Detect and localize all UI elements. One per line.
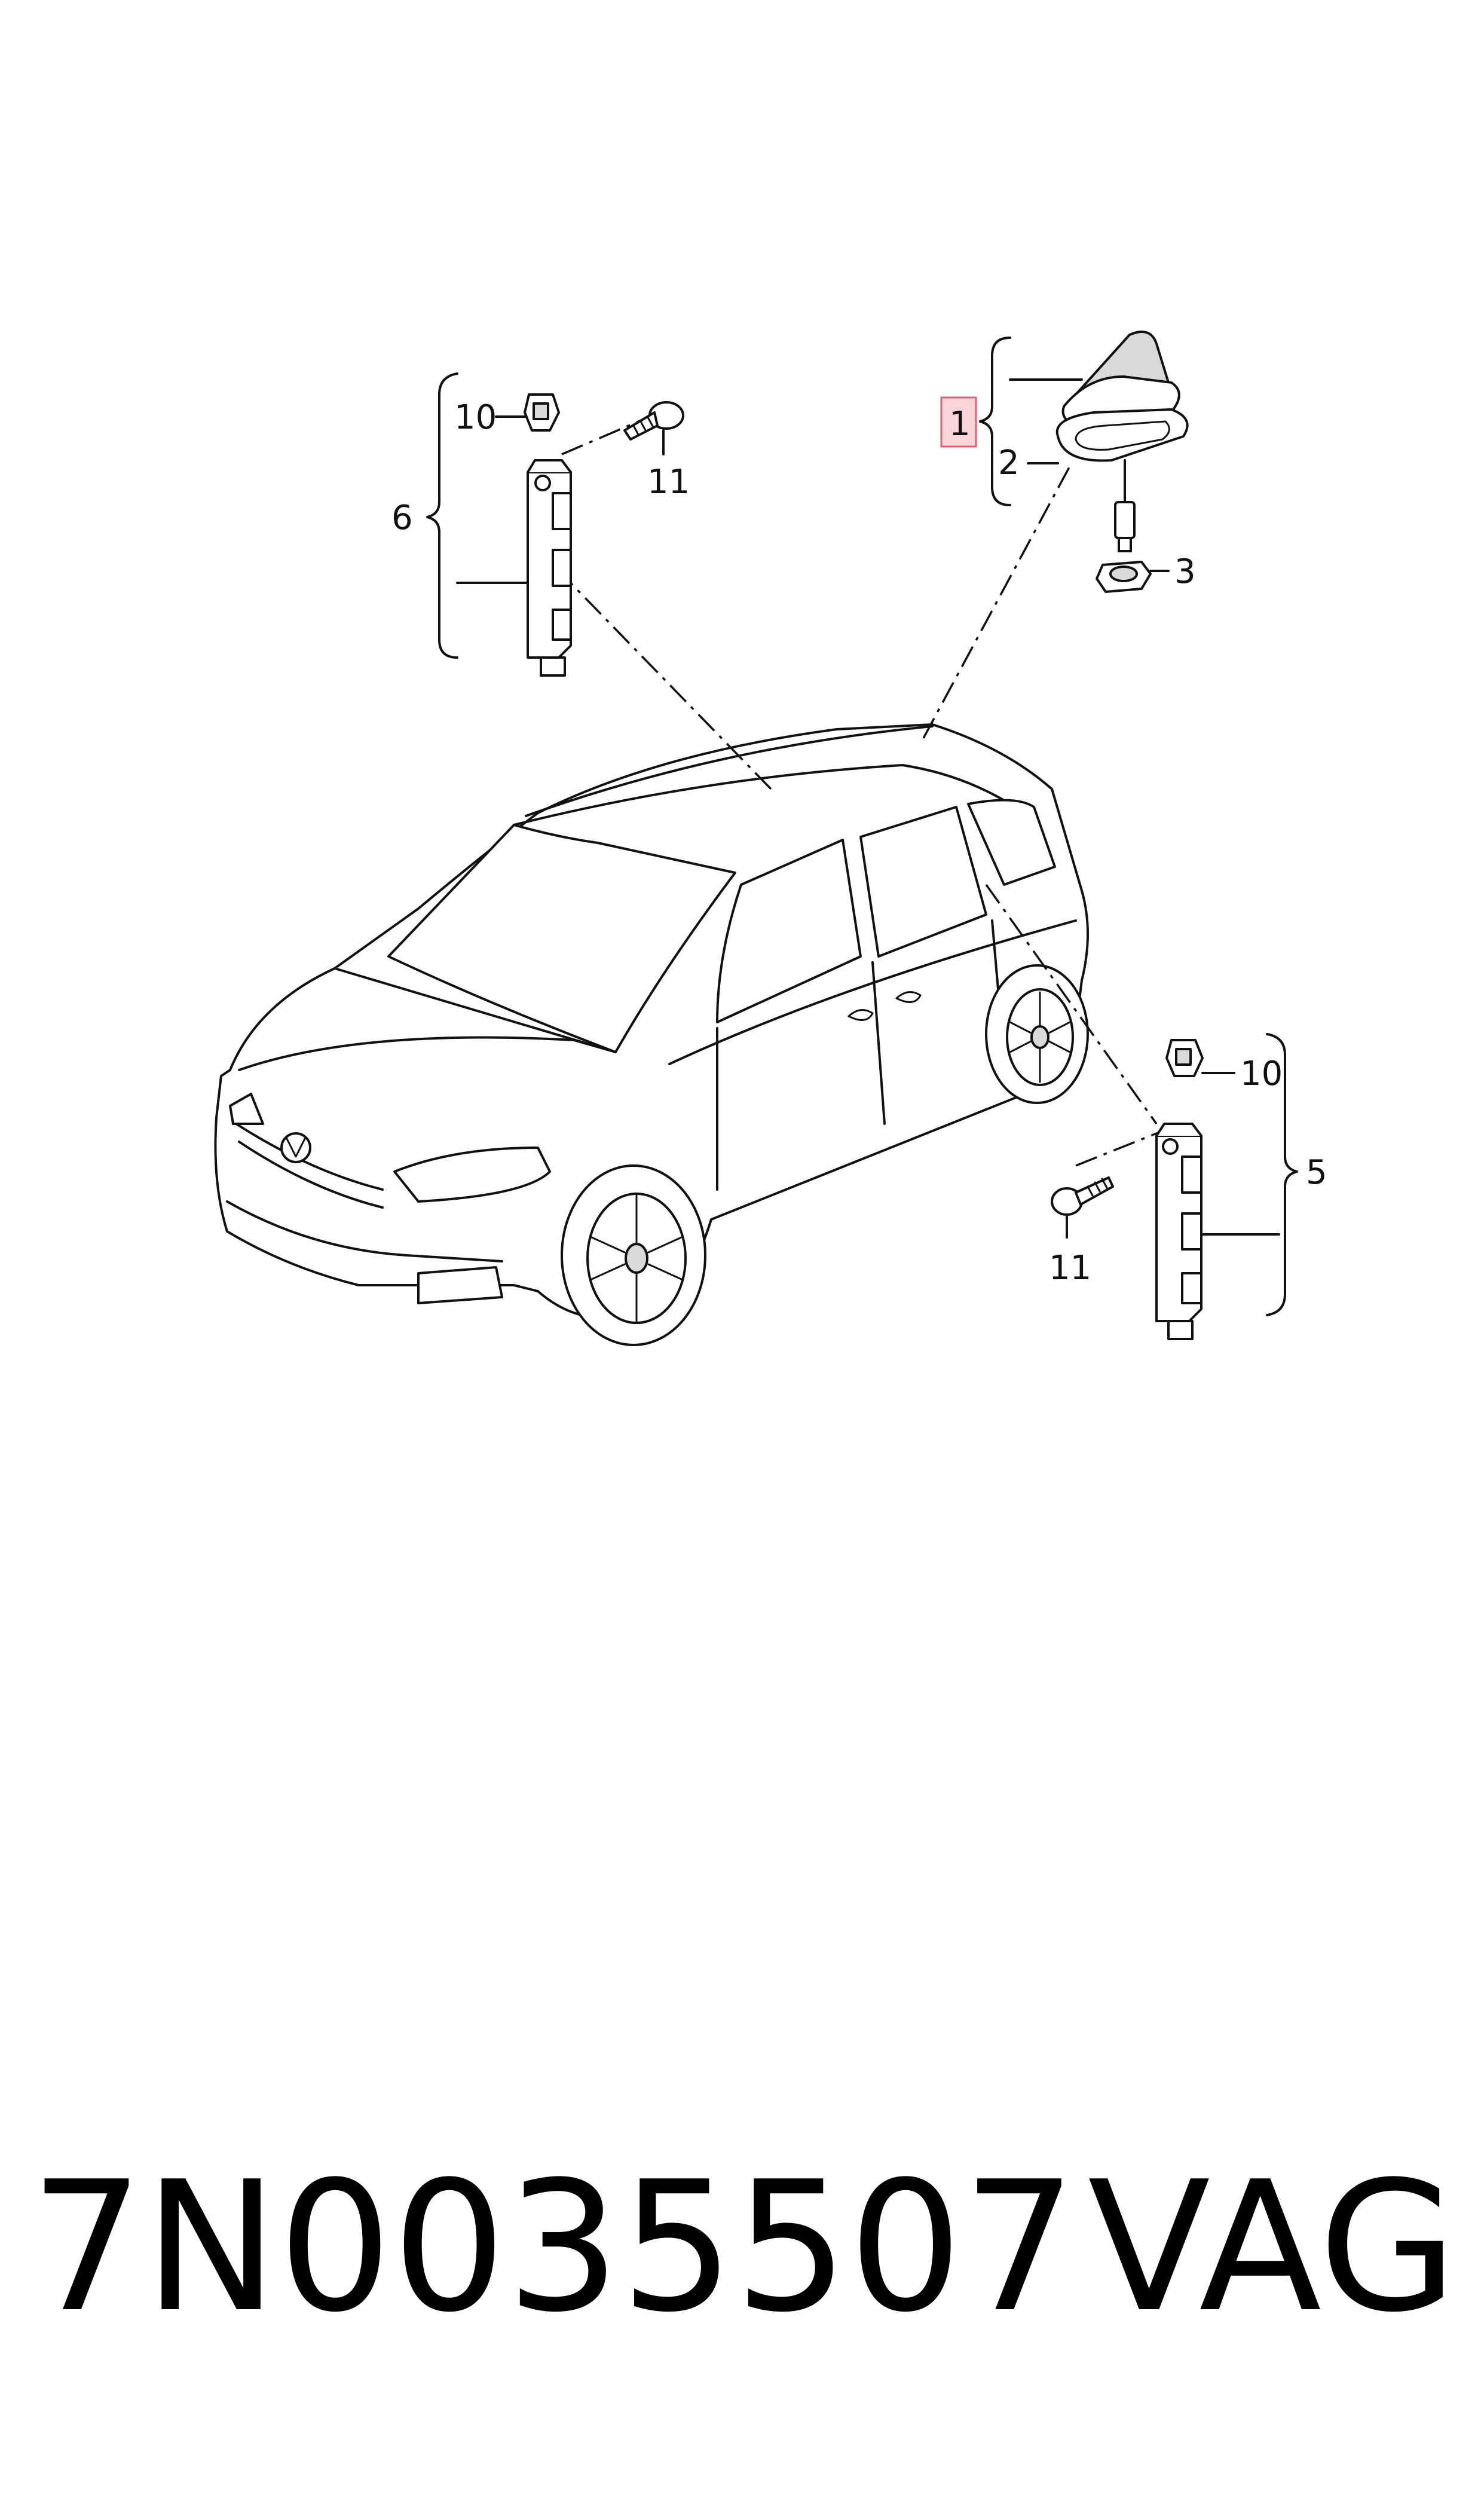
brace-6	[426, 372, 458, 659]
screw-icon	[623, 401, 684, 441]
callout-11-top[interactable]: 11	[647, 463, 690, 502]
callout-10-bottom[interactable]: 10	[1240, 1054, 1283, 1093]
callout-5[interactable]: 5	[1306, 1153, 1327, 1192]
clip-icon	[524, 393, 560, 432]
part-number: 7N0035507	[30, 2143, 1077, 2352]
car-icon	[214, 723, 1089, 1346]
callout-10-top[interactable]: 10	[454, 398, 497, 437]
brand-label: VAG	[1088, 2143, 1458, 2352]
callout-3[interactable]: 3	[1174, 552, 1196, 591]
leader-lines	[561, 417, 1181, 1167]
antenna-icon	[1055, 331, 1189, 552]
nut-icon	[1096, 561, 1152, 593]
callout-1-highlight	[940, 396, 977, 448]
screw-icon	[1051, 1176, 1114, 1216]
brace-1-2	[979, 337, 1011, 506]
amplifier-module-icon	[1155, 1123, 1203, 1340]
callout-1[interactable]: 1	[949, 405, 971, 444]
callout-11-bottom[interactable]: 11	[1049, 1249, 1091, 1288]
callout-2[interactable]: 2	[998, 444, 1020, 482]
clip-icon	[1165, 1039, 1204, 1077]
callout-6[interactable]: 6	[391, 499, 413, 537]
brace-5	[1266, 1033, 1298, 1316]
amplifier-module-icon	[527, 459, 572, 677]
